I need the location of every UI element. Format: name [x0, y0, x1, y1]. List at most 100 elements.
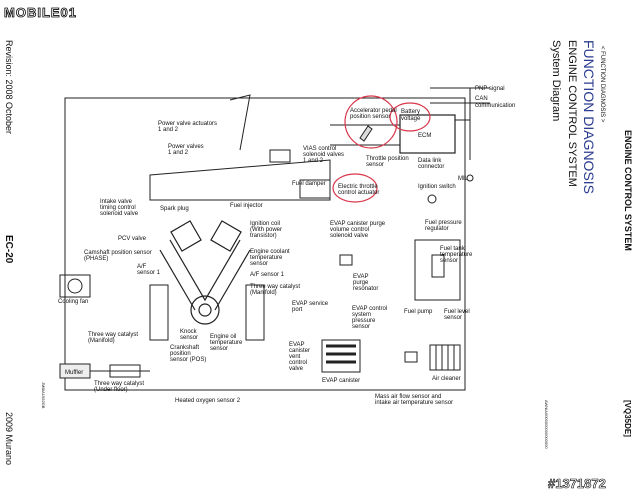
ignition-switch-icon — [427, 194, 437, 204]
throttle-pos-label-1: Throttle position — [366, 156, 409, 162]
oil-temp-label-1: Engine oil — [210, 334, 236, 340]
ect-label-3: sensor — [250, 261, 268, 267]
cam-label-2: (PHASE) — [84, 256, 108, 262]
fuel-injector-label: Fuel injector — [230, 203, 263, 209]
ign-coil-label-2: (With power — [250, 227, 282, 233]
accel-label-2: position sensor — [350, 114, 390, 120]
evap-press-label-4: sensor — [352, 324, 370, 330]
vias-label-1: VIAS control — [303, 146, 336, 152]
intake-manifold — [149, 94, 331, 201]
knock-label-2: sensor — [180, 335, 198, 341]
left-catalyst — [149, 284, 265, 341]
evap-purge-label-2: volume control — [330, 227, 369, 233]
af1-left-label-2: sensor 1 — [137, 270, 161, 276]
v6-engine — [159, 220, 251, 325]
power-valve-act-label-1: Power valve actuators — [158, 121, 217, 127]
battery-label-2: voltage — [401, 116, 421, 122]
highlight-circles — [332, 95, 431, 203]
air-cleaner — [404, 344, 461, 371]
page-header: < FUNCTION DIAGNOSIS > FUNCTION DIAGNOSI… — [544, 40, 633, 449]
brand-logo: MOBILE01 — [2, 2, 84, 22]
twc-left-label-1: Three way catalyst — [88, 332, 138, 338]
pcv-label: PCV valve — [118, 236, 147, 242]
twc-left-label-2: (Manifold) — [88, 338, 115, 344]
page-footer: Revision: 2008 October EC-20 2009 Murano… — [3, 40, 46, 465]
ho2s2-label: Heated oxygen sensor 2 — [175, 398, 241, 404]
twc-right-label-2: (Manifold) — [250, 290, 277, 296]
maf-label-2: intake air temperature sensor — [375, 400, 453, 406]
muffler-label: Muffler — [65, 370, 83, 376]
evap-vent-label-1: EVAP — [289, 342, 305, 348]
fuel-damper-label: Fuel damper — [292, 181, 326, 187]
cooling-fan: Cooling fan — [58, 274, 91, 305]
ecm-block: ECM — [330, 114, 470, 154]
page-number: EC-20 — [3, 235, 14, 264]
twc-under-label-1: Three way catalyst — [94, 381, 144, 387]
page-title: FUNCTION DIAGNOSIS — [581, 40, 597, 194]
evap-press-label-3: pressure — [352, 318, 376, 324]
can-label-2: communication — [475, 103, 515, 109]
ivt-label-1: Intake valve — [100, 199, 133, 205]
evap-canister-label: EVAP canister — [322, 378, 360, 384]
fig-code-right: AWNIA0000000000000000 — [544, 400, 549, 449]
evap-purge-label-1: EVAP canister purge — [330, 221, 386, 227]
air-cleaner-label: Air cleaner — [432, 376, 461, 382]
vias-label-2: solenoid valves — [303, 152, 344, 158]
evap-vent-label-4: control — [289, 360, 307, 366]
highlight-accelerator-sensor — [344, 95, 398, 149]
mil-label: MIL — [458, 176, 469, 182]
wiring-frame — [64, 87, 490, 391]
dlc-label-2: connector — [418, 164, 444, 170]
evap-vent-label-2: canister — [289, 348, 310, 354]
knock-label-1: Knock — [180, 329, 198, 335]
af1-right-label: A/F sensor 1 — [250, 272, 285, 278]
battery-label-1: Battery — [401, 109, 420, 115]
etc-label-2: control actuator — [338, 190, 379, 196]
fuel-tank-temp-label-3: sensor — [440, 258, 458, 264]
maf-label-1: Mass air flow sensor and — [375, 394, 441, 400]
ect-label-2: temperature — [250, 255, 283, 261]
fig-code-left: JMBIA1952GB — [41, 382, 46, 409]
exhaust-system — [59, 363, 150, 379]
throttle-pos-label-2: sensor — [366, 162, 384, 168]
page-subtitle-2: System Diagram — [550, 40, 562, 121]
twc-right-label-1: Three way catalyst — [250, 284, 300, 290]
evap-vent-label-5: valve — [289, 366, 304, 372]
page-subtitle: ENGINE CONTROL SYSTEM — [566, 40, 578, 187]
purge-valve-shape — [339, 254, 353, 266]
ivt-label-2: timing control — [100, 205, 136, 211]
evap-press-label-1: EVAP control — [352, 306, 387, 312]
cooling-fan-label: Cooling fan — [58, 299, 88, 305]
highlight-battery-voltage — [389, 102, 431, 132]
ign-coil-label-1: Ignition coil — [250, 221, 280, 227]
fuel-press-reg-label-1: Fuel pressure — [425, 220, 462, 226]
fuel-tank — [414, 239, 461, 301]
oil-temp-label-3: sensor — [210, 346, 228, 352]
evap-res-label-1: EVAP — [353, 274, 369, 280]
ivt-label-3: solenoid valve — [100, 211, 139, 217]
ign-coil-label-3: transistor) — [250, 233, 277, 239]
power-valves-label-2: 1 and 2 — [168, 150, 189, 156]
model-year: 2009 Murano — [4, 412, 14, 465]
fuel-tank-temp-label-2: temperature — [440, 252, 473, 258]
fuel-press-reg-label-2: regulator — [425, 226, 449, 232]
spark-plug-label: Spark plug — [160, 206, 189, 212]
model-code: [VQ35DE] — [623, 400, 632, 437]
fuel-level-label-2: sensor — [444, 315, 462, 321]
evap-vent-label-3: vent — [289, 354, 301, 360]
crank-label-3: sensor (POS) — [170, 357, 206, 363]
evap-port-label-2: port — [292, 307, 303, 313]
fuel-pump-label: Fuel pump — [404, 309, 433, 315]
evap-press-label-2: system — [352, 312, 371, 318]
brand-logo-text: MOBILE01 — [4, 5, 77, 20]
pnp-signal-label: PNP signal — [475, 86, 505, 92]
etc-label-1: Electric throttle — [338, 184, 378, 190]
fuel-tank-temp-label-1: Fuel tank — [440, 246, 466, 252]
can-label-1: CAN — [475, 96, 488, 102]
accelerator-pedal-shape — [359, 125, 373, 142]
evap-port-label-1: EVAP service — [292, 301, 329, 307]
evap-res-label-3: resonator — [353, 286, 378, 292]
ign-switch-label: Ignition switch — [418, 184, 456, 190]
revision-text: Revision: 2008 October — [4, 40, 14, 134]
